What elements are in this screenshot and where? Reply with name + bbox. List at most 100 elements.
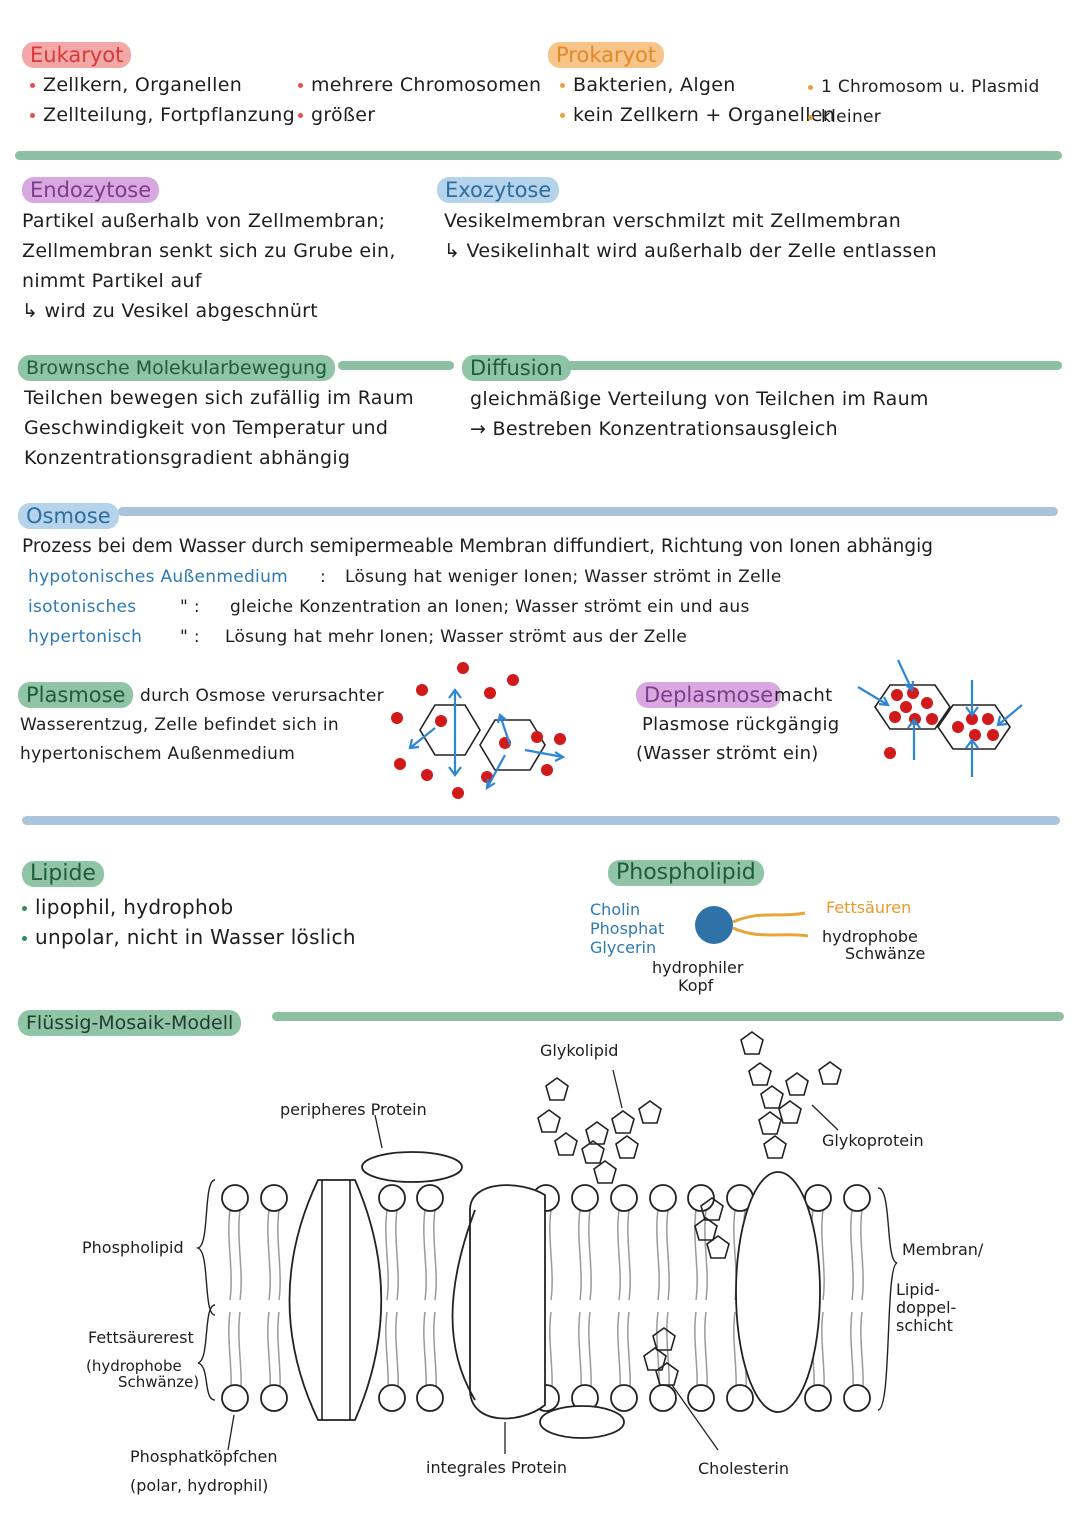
label-glykoprotein: Glykoprotein: [822, 1131, 924, 1150]
osmose-title: Osmose: [18, 503, 119, 529]
label-integrales-protein: integrales Protein: [426, 1458, 568, 1477]
endozytose-line-1: Partikel außerhalb von Zellmembran;: [22, 210, 386, 232]
fatty-acid-tail: [627, 1209, 631, 1301]
phosphate-head: [260, 1184, 288, 1212]
phosphate-head: [804, 1184, 832, 1212]
label-fettsaeurerest: Fettsäurerest: [88, 1328, 194, 1347]
plasmolyse-line-1: durch Osmose verursachter: [140, 686, 384, 706]
phospholipid-head-desc-2: Kopf: [678, 976, 714, 995]
fatty-acid-tail: [549, 1209, 553, 1301]
diffusion-bar: [566, 361, 1062, 370]
fatty-acid-tail: [267, 1209, 271, 1301]
fatty-acid-tail: [238, 1209, 242, 1301]
exozytose-line-2: ↳ Vesikelinhalt wird außerhalb der Zelle…: [444, 240, 937, 262]
brownsche-line-1: Teilchen bewegen sich zufällig im Raum: [24, 387, 414, 409]
phosphate-head: [843, 1184, 871, 1212]
eukaryot-item-3: mehrere Chromosomen: [298, 70, 541, 100]
diffusion-line-1: gleichmäßige Verteilung von Teilchen im …: [470, 388, 929, 410]
deplasmolyse-title: Deplasmose: [636, 682, 782, 708]
osmose-hypo-text: Lösung hat weniger Ionen; Wasser strömt …: [345, 567, 782, 587]
label-hydrophobe-2: Schwänze): [118, 1373, 200, 1391]
prokaryot-title: Prokaryot: [548, 42, 665, 68]
phospholipid-head-part-3: Glycerin: [590, 938, 657, 957]
endozytose-title: Endozytose: [22, 177, 160, 203]
phosphate-head: [416, 1184, 444, 1212]
fatty-acid-tail: [821, 1209, 825, 1301]
label-membran-1: Membran/: [902, 1240, 984, 1259]
lipide-title: Lipide: [22, 861, 104, 887]
phosphate-head: [221, 1184, 249, 1212]
fatty-acid-tail: [578, 1209, 582, 1301]
prokaryot-item-2: kein Zellkern + Organellen: [560, 100, 835, 130]
osmose-hypo-term: hypotonisches Außenmedium: [28, 567, 289, 587]
label-phospholipid: Phospholipid: [82, 1238, 184, 1257]
prokaryot-item-3: 1 Chromosom u. Plasmid: [808, 72, 1040, 102]
label-phosphatkopf-2: (polar, hydrophil): [130, 1476, 269, 1495]
fatty-acid-tail: [277, 1209, 281, 1301]
phosphate-head: [571, 1184, 599, 1212]
fatty-acid-tail: [228, 1209, 232, 1301]
phosphate-head: [378, 1384, 406, 1412]
diffusion-title: Diffusion: [462, 355, 571, 381]
exozytose-line-1: Vesikelmembran verschmilzt mit Zellmembr…: [444, 210, 902, 232]
phospholipid-head-part-2: Phosphat: [590, 919, 665, 938]
fatty-acid-tail: [704, 1209, 708, 1301]
brownsche-line-2: Geschwindigkeit von Temperatur und: [24, 417, 389, 439]
fatty-acid-tail: [385, 1209, 389, 1301]
membrane-diagram: [195, 1031, 900, 1454]
prokaryot-item-4: kleiner: [808, 102, 881, 132]
lipide-item-2: unpolar, nicht in Wasser löslich: [22, 922, 356, 952]
fatty-acid-tail: [860, 1209, 864, 1301]
phosphate-head: [610, 1184, 638, 1212]
fatty-acid-tail: [433, 1209, 437, 1301]
label-hydrophobe-1: (hydrophobe: [86, 1357, 182, 1375]
phosphate-head: [221, 1384, 249, 1412]
label-glykolipid: Glykolipid: [540, 1041, 619, 1060]
eukaryot-item-4: größer: [298, 100, 375, 130]
phosphate-head: [649, 1184, 677, 1212]
prokaryot-item-1: Bakterien, Algen: [560, 70, 736, 100]
osmose-hyper-text: Lösung hat mehr Ionen; Wasser strömt aus…: [225, 627, 688, 647]
label-membran-2: Lipid-: [896, 1280, 940, 1299]
divider-1: [15, 151, 1062, 160]
phosphate-head: [416, 1384, 444, 1412]
label-membran-3: doppel-: [896, 1298, 957, 1317]
phospholipid-tail-desc-1: hydrophobe: [822, 927, 918, 946]
plasmolyse-line-3: hypertonischem Außenmedium: [20, 744, 296, 764]
eukaryot-item-2: Zellteilung, Fortpflanzung: [30, 100, 295, 130]
osmose-hypo-sep: :: [320, 567, 327, 587]
label-cholesterin: Cholesterin: [698, 1459, 790, 1478]
osmose-iso-term: isotonisches: [28, 597, 137, 617]
phospholipid-tail-desc-2: Schwänze: [845, 944, 926, 963]
phospholipid-head-desc-1: hydrophiler: [652, 958, 744, 977]
label-membran-4: schicht: [896, 1316, 953, 1335]
phospholipid-title: Phospholipid: [608, 860, 764, 886]
plasmolyse-diagram: [391, 662, 566, 799]
fatty-acid-tail: [850, 1209, 854, 1301]
fatty-acid-tail: [588, 1209, 592, 1301]
osmose-iso-text: gleiche Konzentration an Ionen; Wasser s…: [230, 597, 750, 617]
phosphate-head: [378, 1184, 406, 1212]
fatty-acid-tail: [617, 1209, 621, 1301]
osmose-iso-sep: " :: [180, 597, 200, 617]
fatty-acid-tail: [423, 1209, 427, 1301]
brownsche-bar: [338, 361, 454, 370]
brownsche-line-3: Konzentrationsgradient abhängig: [24, 447, 351, 469]
phosphate-head: [843, 1384, 871, 1412]
deplasmolyse-line-3: (Wasser strömt ein): [636, 743, 819, 764]
osmose-hyper-sep: " :: [180, 627, 200, 647]
phosphate-head: [260, 1384, 288, 1412]
fatty-acid-tail: [395, 1209, 399, 1301]
label-phosphatkopf-1: Phosphatköpfchen: [130, 1447, 278, 1466]
brownsche-title: Brownsche Molekularbewegung: [18, 355, 336, 381]
phosphate-head: [687, 1384, 715, 1412]
endozytose-line-4: ↳ wird zu Vesikel abgeschnürt: [22, 300, 319, 322]
fatty-acid-tail: [656, 1209, 660, 1301]
modell-bar: [272, 1012, 1064, 1021]
plasmolyse-line-2: Wasserentzug, Zelle befindet sich in: [20, 715, 339, 735]
phosphate-head: [804, 1384, 832, 1412]
exozytose-title: Exozytose: [437, 177, 560, 203]
phosphate-head: [610, 1384, 638, 1412]
fatty-acid-tail: [694, 1209, 698, 1301]
diffusion-line-2: → Bestreben Konzentrationsausgleich: [470, 418, 838, 440]
